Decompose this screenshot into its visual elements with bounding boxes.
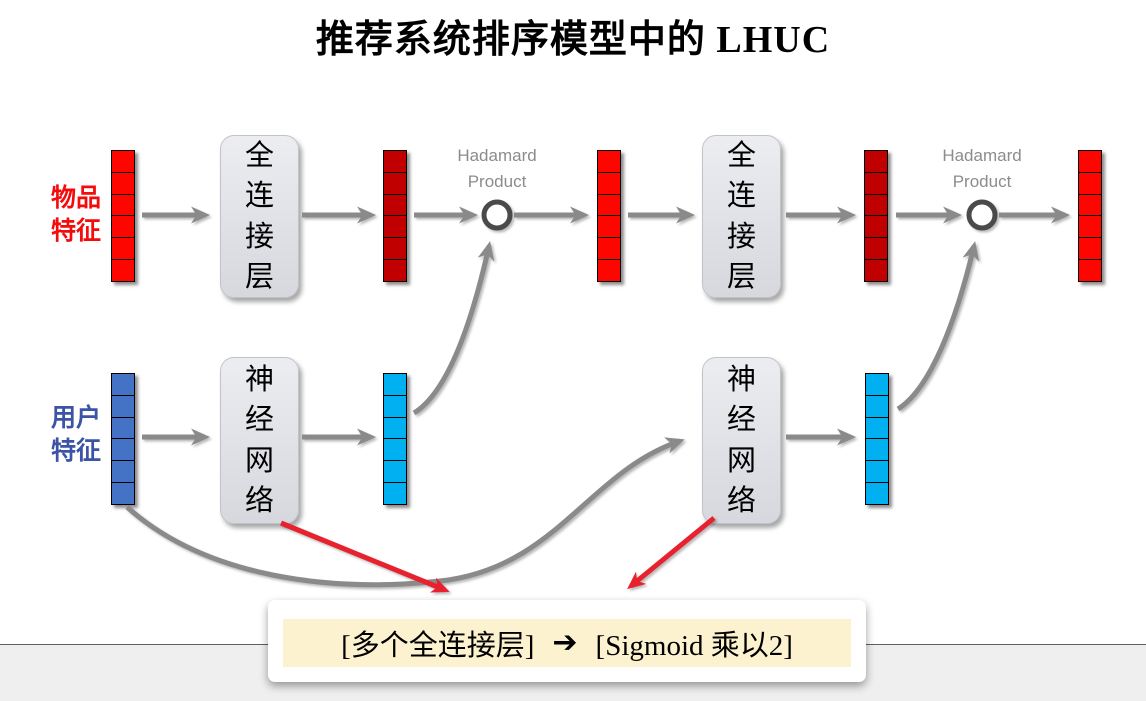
user-input-vector xyxy=(111,373,135,505)
hadamard-product-label-2: Hadamard Product xyxy=(942,146,1022,192)
item-scaled-vector-1 xyxy=(597,150,621,282)
fc-layer-box-2: 全 连 接 层 xyxy=(702,135,781,298)
item-input-vector xyxy=(111,150,135,282)
annotation-arrow-2 xyxy=(627,516,716,590)
right-arrow-icon: ➔ xyxy=(552,624,578,660)
page-title: 推荐系统排序模型中的 LHUC xyxy=(315,19,831,61)
neural-network-box-1: 神 经 网 络 xyxy=(220,357,299,524)
fc-layer-box-1: 全 连 接 层 xyxy=(220,135,299,298)
gate-curve-arrow-1 xyxy=(412,241,495,416)
callout-right-text: [Sigmoid 乘以2] xyxy=(595,630,793,662)
neural-network-box-2: 神 经 网 络 xyxy=(702,357,781,524)
hadamard-product-node-2 xyxy=(966,199,998,231)
hadamard-product-node-1 xyxy=(481,199,513,231)
user-gate-vector-1 xyxy=(383,373,407,505)
annotation-arrow-1 xyxy=(280,520,450,593)
callout-card: [多个全连接层] ➔ [Sigmoid 乘以2] xyxy=(268,600,866,682)
item-hidden-vector-1 xyxy=(383,150,407,282)
user-features-label: 用户 特征 xyxy=(50,405,101,465)
hadamard-product-label-1: Hadamard Product xyxy=(457,146,537,192)
item-hidden-vector-2 xyxy=(864,150,888,282)
gate-curve-arrow-2 xyxy=(896,241,980,412)
callout-text: [多个全连接层] ➔ [Sigmoid 乘以2] xyxy=(283,619,851,667)
user-gate-vector-2 xyxy=(865,373,889,505)
callout-left-text: [多个全连接层] xyxy=(341,630,535,662)
item-output-vector xyxy=(1078,150,1102,282)
item-features-label: 物品 特征 xyxy=(50,185,101,245)
